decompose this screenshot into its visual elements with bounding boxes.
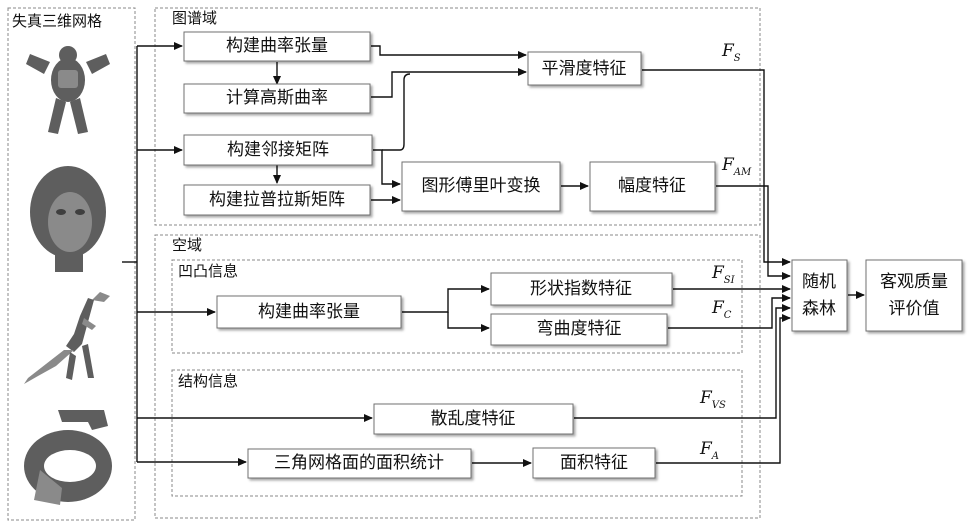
head-sculpture-icon xyxy=(30,166,106,272)
box-random-forest: 随机 森林 xyxy=(792,260,847,331)
box-smooth-feat-label: 平滑度特征 xyxy=(542,59,627,79)
box-amp-feat: 幅度特征 xyxy=(590,162,715,211)
mechanical-part-icon xyxy=(24,410,112,505)
box-scatter-feat: 散乱度特征 xyxy=(374,404,573,434)
box-evaluation-line1: 客观质量 xyxy=(880,272,948,292)
box-gft-label: 图形傅里叶变换 xyxy=(422,176,541,196)
box-shape-feat-label: 形状指数特征 xyxy=(530,279,632,299)
box-shape-feat: 形状指数特征 xyxy=(491,273,672,305)
dinosaur-skeleton-icon xyxy=(24,292,110,384)
box-tri-area-label: 三角网格面的面积统计 xyxy=(274,453,444,473)
feature-label-fs: FS xyxy=(721,41,741,64)
box-tri-area: 三角网格面的面积统计 xyxy=(248,449,471,478)
feature-label-fsi: FSI xyxy=(711,263,736,286)
feature-label-fvs: FVS xyxy=(699,388,726,411)
feature-label-fa: FA xyxy=(699,439,719,462)
box-gauss-curv: 计算高斯曲率 xyxy=(184,84,370,113)
box-gft: 图形傅里叶变换 xyxy=(402,162,560,211)
box-curv-tensor-1: 构建曲率张量 xyxy=(184,32,370,61)
box-adj-matrix-label: 构建邻接矩阵 xyxy=(227,140,329,160)
structure-info-title: 结构信息 xyxy=(178,372,238,390)
spatial-domain-title: 空域 xyxy=(172,236,202,254)
box-area-feat-label: 面积特征 xyxy=(560,453,628,473)
box-scatter-feat-label: 散乱度特征 xyxy=(431,409,516,429)
left-panel-title: 失真三维网格 xyxy=(12,12,102,30)
box-curv-tensor-2-label: 构建曲率张量 xyxy=(258,302,360,322)
box-laplace-matrix: 构建拉普拉斯矩阵 xyxy=(184,185,370,215)
spectral-domain-title: 图谱域 xyxy=(172,9,217,27)
box-area-feat: 面积特征 xyxy=(533,448,655,478)
armored-figure-icon xyxy=(26,46,110,134)
box-random-forest-line1: 随机 xyxy=(802,272,836,292)
concave-info-title: 凹凸信息 xyxy=(178,262,238,280)
box-adj-matrix: 构建邻接矩阵 xyxy=(184,135,372,165)
feature-label-fc: FC xyxy=(711,298,732,321)
box-bend-feat: 弯曲度特征 xyxy=(491,314,667,345)
box-random-forest-line2: 森林 xyxy=(802,299,836,319)
box-curv-tensor-2: 构建曲率张量 xyxy=(217,296,401,328)
box-laplace-matrix-label: 构建拉普拉斯矩阵 xyxy=(209,190,345,210)
box-evaluation: 客观质量 评价值 xyxy=(866,260,962,331)
box-bend-feat-label: 弯曲度特征 xyxy=(537,319,622,339)
box-evaluation-line2: 评价值 xyxy=(889,299,940,319)
box-gauss-curv-label: 计算高斯曲率 xyxy=(226,88,328,108)
box-curv-tensor-1-label: 构建曲率张量 xyxy=(226,36,328,56)
box-amp-feat-label: 幅度特征 xyxy=(618,176,686,196)
feature-label-fam: FAM xyxy=(721,155,752,178)
box-smooth-feat: 平滑度特征 xyxy=(528,52,641,85)
